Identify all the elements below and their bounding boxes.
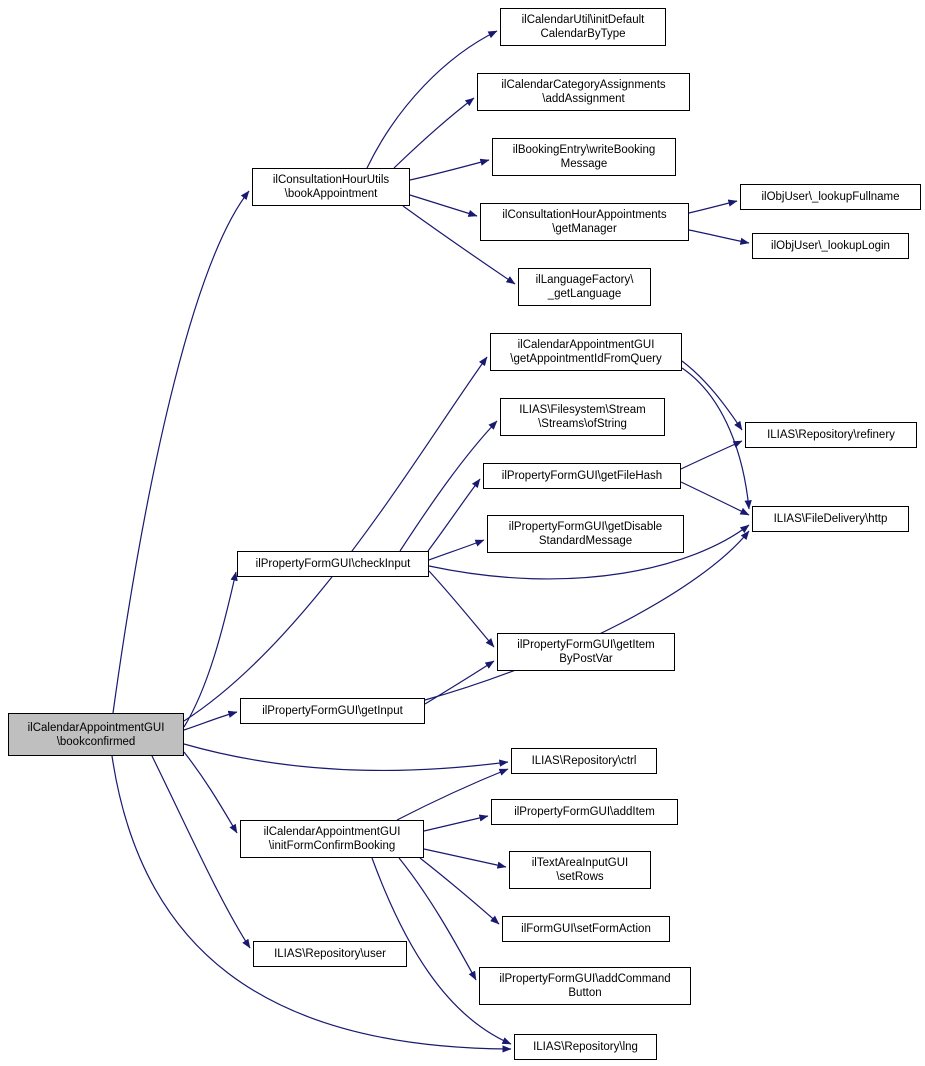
node-label-line: \Streams\ofString bbox=[538, 418, 627, 430]
edge-bookconfirmed-to-bookAppointment bbox=[112, 190, 250, 714]
node-ctrl[interactable]: ILIAS\Repository\ctrl bbox=[511, 748, 657, 774]
node-label-line: Message bbox=[560, 158, 608, 170]
node-label-line: ilPropertyFormGUI\getInput bbox=[262, 705, 403, 717]
node-label-line: ILIAS\FileDelivery\http bbox=[773, 513, 888, 525]
node-getFileHash[interactable]: ilPropertyFormGUI\getFileHash bbox=[483, 463, 681, 489]
node-label-line: \setRows bbox=[556, 871, 604, 883]
node-label-line: ilCalendarUtil\initDefault bbox=[521, 14, 645, 26]
node-label-line: StandardMessage bbox=[538, 535, 633, 547]
node-getItemByPostVar[interactable]: ilPropertyFormGUI\getItem ByPostVar bbox=[497, 633, 675, 671]
node-label-line: ILIAS\Filesystem\Stream bbox=[519, 404, 646, 416]
edge-bookconfirmed-to-user bbox=[151, 755, 251, 949]
edge-checkInput-to-ofString bbox=[399, 420, 498, 552]
node-addCommandButton[interactable]: ilPropertyFormGUI\addCommand Button bbox=[479, 967, 691, 1005]
edge-initFormConfirmBooking-to-ctrl bbox=[396, 768, 509, 821]
node-label-line: ilTextAreaInputGUI bbox=[531, 857, 629, 869]
edge-bookAppointment-to-getLanguage bbox=[402, 205, 516, 285]
node-label-line: ilPropertyFormGUI\getFileHash bbox=[501, 470, 663, 482]
node-label-line: ilCalendarCategoryAssignments bbox=[501, 79, 666, 91]
node-label-line: ilPropertyFormGUI\addCommand bbox=[499, 973, 671, 985]
node-label-line: ilCalendarAppointmentGUI bbox=[517, 339, 655, 351]
node-getDisableStandardMessage[interactable]: ilPropertyFormGUI\getDisable StandardMes… bbox=[487, 515, 684, 553]
edge-bookconfirmed-to-checkInput bbox=[183, 571, 238, 728]
node-bookconfirmed: ilCalendarAppointmentGUI \bookconfirmed bbox=[8, 713, 184, 756]
edge-checkInput-to-getDisableStandardMessage bbox=[428, 539, 485, 561]
node-checkInput[interactable]: ilPropertyFormGUI\checkInput bbox=[237, 551, 429, 577]
edge-checkInput-to-http bbox=[428, 524, 750, 580]
node-label-line: Button bbox=[568, 987, 602, 999]
edge-bookconfirmed-to-initFormConfirmBooking bbox=[183, 751, 238, 834]
edge-bookconfirmed-to-ctrl bbox=[183, 743, 509, 772]
node-user[interactable]: ILIAS\Repository\user bbox=[253, 941, 407, 967]
edge-initFormConfirmBooking-to-addItem bbox=[423, 814, 489, 832]
node-label-line: \bookAppointment bbox=[284, 188, 378, 200]
node-label-line: \addAssignment bbox=[542, 93, 625, 105]
node-label-line: ilPropertyFormGUI\addItem bbox=[514, 806, 655, 818]
edge-getInput-to-getItemByPostVar bbox=[424, 660, 495, 705]
edge-getAppointmentIdFromQuery-to-refinery bbox=[681, 360, 743, 431]
node-label-line: ilConsultationHourAppointments bbox=[502, 209, 667, 221]
node-label-line: ILIAS\Repository\lng bbox=[533, 1041, 638, 1053]
node-label-line: \initFormConfirmBooking bbox=[268, 840, 396, 852]
node-label-line: ilObjUser\_lookupLogin bbox=[771, 240, 890, 252]
node-label-line: \getAppointmentIdFromQuery bbox=[510, 353, 662, 365]
node-label-line: ilPropertyFormGUI\getDisable bbox=[508, 521, 663, 533]
node-addAssignment[interactable]: ilCalendarCategoryAssignments \addAssign… bbox=[477, 73, 690, 111]
node-label-line: ilObjUser\_lookupFullname bbox=[761, 191, 900, 203]
node-label-line: ByPostVar bbox=[559, 653, 613, 665]
edge-bookconfirmed-to-getInput bbox=[183, 710, 238, 731]
edge-getInput-to-http bbox=[424, 530, 750, 701]
edge-checkInput-to-getItemByPostVar bbox=[428, 570, 495, 648]
edge-bookconfirmed-to-lng bbox=[111, 755, 512, 1053]
node-getManager[interactable]: ilConsultationHourAppointments \getManag… bbox=[480, 203, 689, 241]
node-label-line: ilCalendarAppointmentGUI bbox=[27, 721, 165, 734]
node-bookAppointment[interactable]: ilConsultationHourUtils \bookAppointment bbox=[252, 168, 410, 206]
edge-bookAppointment-to-addAssignment bbox=[393, 97, 475, 169]
node-http[interactable]: ILIAS\FileDelivery\http bbox=[752, 506, 909, 532]
edge-bookconfirmed-to-getAppointmentIdFromQuery bbox=[183, 356, 488, 722]
node-label-line: CalendarByType bbox=[540, 28, 626, 40]
node-label-line: ILIAS\Repository\ctrl bbox=[531, 755, 637, 767]
edge-initFormConfirmBooking-to-lng bbox=[371, 857, 512, 1045]
edge-getFileHash-to-refinery bbox=[680, 440, 743, 470]
edge-bookAppointment-to-getManager bbox=[409, 194, 478, 217]
node-initFormConfirmBooking[interactable]: ilCalendarAppointmentGUI \initFormConfir… bbox=[240, 820, 424, 858]
edge-getManager-to-lookupLogin bbox=[688, 229, 750, 245]
node-label-line: \getManager bbox=[552, 223, 617, 235]
node-label-line: ilPropertyFormGUI\checkInput bbox=[255, 558, 411, 570]
node-lng[interactable]: ILIAS\Repository\lng bbox=[514, 1034, 657, 1060]
node-label-line: ilFormGUI\setFormAction bbox=[521, 923, 651, 935]
edge-initFormConfirmBooking-to-setRows bbox=[423, 848, 507, 869]
node-getLanguage[interactable]: ilLanguageFactory\ _getLanguage bbox=[518, 268, 651, 306]
node-addItem[interactable]: ilPropertyFormGUI\addItem bbox=[491, 799, 678, 825]
node-label-line: ilBookingEntry\writeBooking bbox=[512, 144, 656, 156]
node-getAppointmentIdFromQuery[interactable]: ilCalendarAppointmentGUI \getAppointment… bbox=[490, 333, 682, 371]
edge-getManager-to-lookupFullname bbox=[688, 199, 738, 214]
node-refinery[interactable]: ILIAS\Repository\refinery bbox=[745, 422, 917, 448]
node-initDefaultCalendarByType[interactable]: ilCalendarUtil\initDefault CalendarByTyp… bbox=[500, 8, 666, 46]
node-setRows[interactable]: ilTextAreaInputGUI \setRows bbox=[509, 851, 651, 889]
node-label-line: \bookconfirmed bbox=[56, 735, 136, 748]
edge-initFormConfirmBooking-to-setFormAction bbox=[419, 857, 500, 925]
node-ofString[interactable]: ILIAS\Filesystem\Stream \Streams\ofStrin… bbox=[500, 398, 665, 436]
node-label-line: ILIAS\Repository\refinery bbox=[767, 429, 895, 441]
edge-bookAppointment-to-writeBookingMessage bbox=[409, 158, 490, 181]
node-lookupFullname[interactable]: ilObjUser\_lookupFullname bbox=[740, 184, 921, 210]
node-label-line: ILIAS\Repository\user bbox=[274, 948, 386, 960]
node-setFormAction[interactable]: ilFormGUI\setFormAction bbox=[502, 916, 670, 942]
node-label-line: ilCalendarAppointmentGUI bbox=[263, 826, 401, 838]
edge-getAppointmentIdFromQuery-to-http bbox=[681, 367, 752, 510]
node-getInput[interactable]: ilPropertyFormGUI\getInput bbox=[240, 698, 425, 724]
node-label-line: ilLanguageFactory\ bbox=[535, 274, 634, 286]
node-lookupLogin[interactable]: ilObjUser\_lookupLogin bbox=[752, 233, 909, 259]
edge-bookAppointment-to-initDefaultCalendarByType bbox=[366, 30, 498, 169]
node-label-line: ilPropertyFormGUI\getItem bbox=[517, 639, 655, 651]
node-writeBookingMessage[interactable]: ilBookingEntry\writeBooking Message bbox=[492, 138, 676, 176]
node-label-line: _getLanguage bbox=[547, 288, 622, 300]
edge-checkInput-to-getFileHash bbox=[427, 478, 481, 552]
edge-getFileHash-to-http bbox=[680, 481, 750, 516]
node-label-line: ilConsultationHourUtils bbox=[272, 174, 390, 186]
edge-initFormConfirmBooking-to-addCommandButton bbox=[398, 857, 477, 981]
